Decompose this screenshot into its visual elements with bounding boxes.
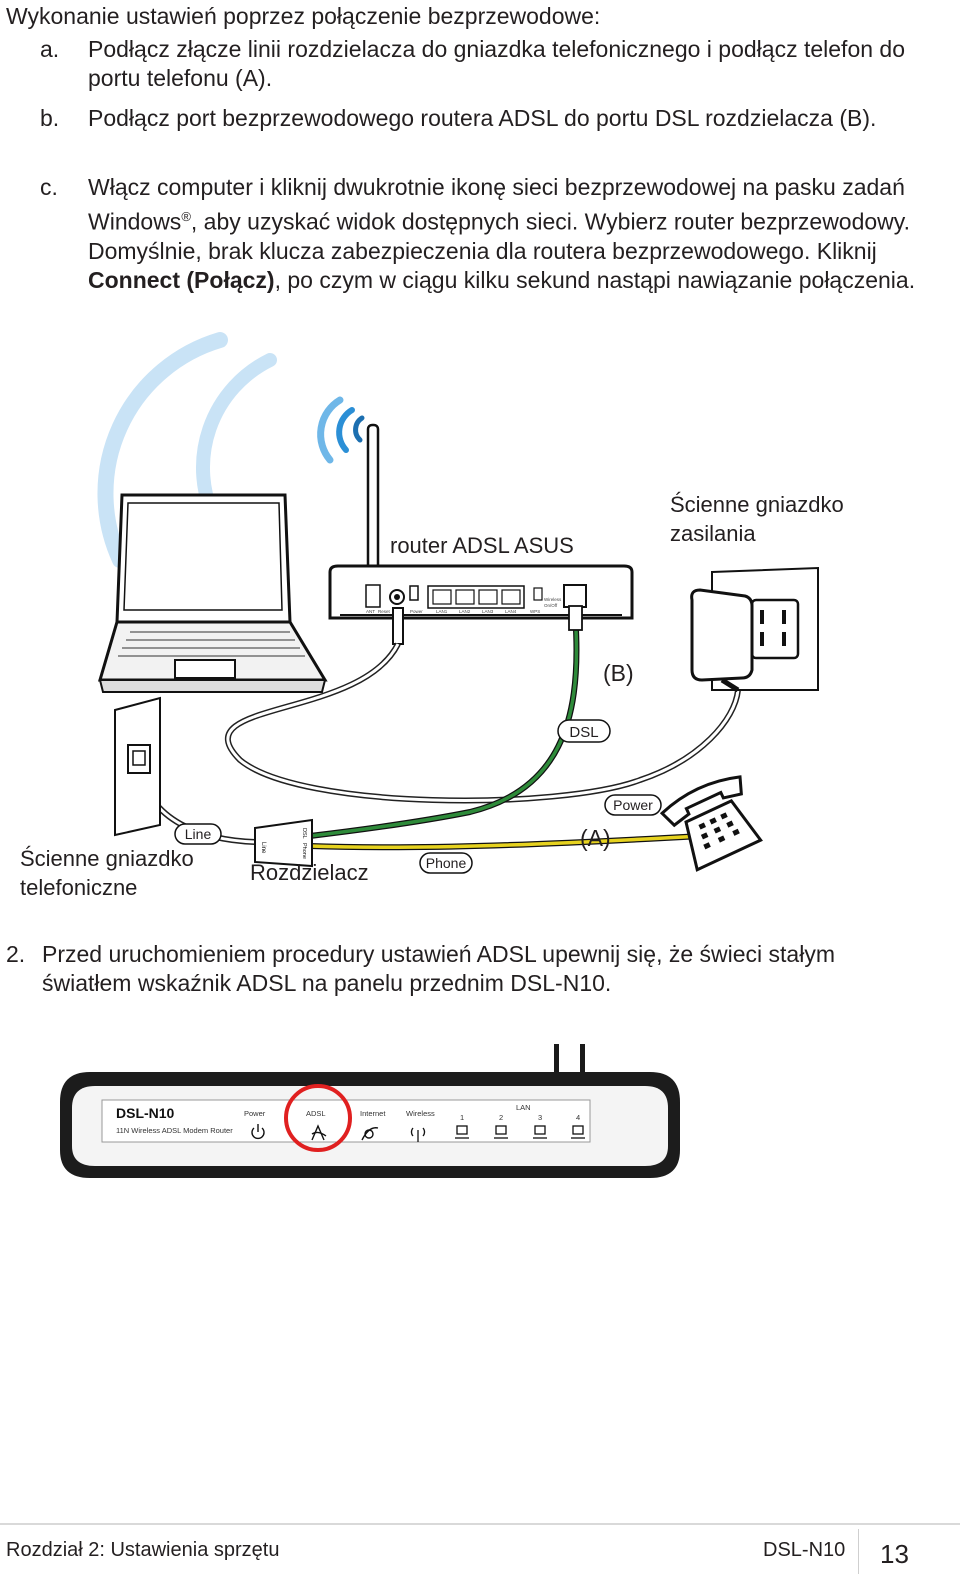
power-tag: Power: [604, 794, 662, 816]
rear-onoff-label: On/Off: [544, 603, 558, 608]
step-b-text: Podłącz port bezprzewodowego routera ADS…: [88, 105, 877, 131]
step-a-text: Podłącz złącze linii rozdzielacza do gni…: [88, 36, 905, 91]
phone-tag: Phone: [419, 852, 473, 874]
power-tag-label: Power: [613, 797, 653, 813]
rear-wireless-label: Wireless: [544, 597, 562, 602]
b-label: (B): [603, 660, 634, 686]
page-number: 13: [880, 1539, 909, 1569]
adsl-led-icon: [311, 1124, 327, 1141]
front-lan-label: LAN: [516, 1103, 531, 1112]
wireless-led-icon: [410, 1127, 426, 1142]
step-b: b. Podłącz port bezprzewodowego routera …: [40, 104, 920, 133]
rear-lan3-label: LAN3: [482, 609, 494, 614]
dsl-tag-label: DSL: [569, 724, 598, 741]
step-c-text-mid: , aby uzyskać widok dostępnych sieci. Wy…: [88, 208, 910, 264]
front-model: DSL-N10: [116, 1105, 175, 1121]
footer-chapter: Rozdział 2: Ustawienia sprzętu: [6, 1539, 280, 1561]
step-2-number: 2.: [6, 941, 26, 967]
rear-ant-label: ANT: [366, 609, 375, 614]
rear-power-label: Power: [410, 609, 423, 614]
power-socket-label-line1: Ścienne gniazdko: [670, 492, 844, 517]
phone-wall-jack: [114, 696, 161, 837]
front-adsl-label: ADSL: [306, 1109, 326, 1118]
line-tag-label: Line: [185, 826, 212, 842]
power-socket-label-line2: zasilania: [670, 521, 756, 546]
step-2: 2. Przed uruchomieniem procedury ustawie…: [6, 940, 906, 998]
splitter-dsl-port: DSL: [301, 828, 307, 839]
router-label: router ADSL ASUS: [390, 533, 574, 558]
lan-led-icons: [455, 1125, 585, 1139]
footer-model: DSL-N10: [763, 1539, 846, 1561]
step-c: c. Włącz computer i kliknij dwukrotnie i…: [40, 173, 920, 295]
line-tag: Line: [174, 823, 222, 845]
splitter-label: Rozdzielacz: [250, 860, 369, 885]
front-lan-3: 3: [538, 1113, 542, 1122]
phone-socket-label-line2: telefoniczne: [20, 875, 137, 900]
rear-reset-label: Reset: [378, 609, 391, 614]
front-wireless-label: Wireless: [406, 1109, 435, 1118]
footer-divider: [0, 1523, 960, 1525]
laptop-illustration: [97, 493, 328, 693]
splitter-line-port: Line: [260, 842, 266, 854]
step-c-text-pre: Włącz computer i kliknij dwukrotnie ikon…: [88, 174, 905, 235]
router-wifi-waves: [317, 396, 365, 464]
router-front-panel: DSL-N10 11N Wireless ADSL Modem Router P…: [60, 1044, 680, 1178]
front-power-label: Power: [244, 1109, 266, 1118]
router-rear-illustration: ANT Reset Power LAN1 LAN2 LAN3 LAN4 WPS …: [328, 423, 634, 620]
front-lan-4: 4: [576, 1113, 580, 1122]
connection-diagram: ANT Reset Power LAN1 LAN2 LAN3 LAN4 WPS …: [20, 332, 844, 900]
rear-lan1-label: LAN1: [436, 609, 448, 614]
rear-lan4-label: LAN4: [505, 609, 517, 614]
rear-wps-label: WPS: [530, 609, 540, 614]
intro-heading: Wykonanie ustawień poprzez połączenie be…: [6, 3, 601, 29]
step-2-text: Przed uruchomieniem procedury ustawień A…: [42, 941, 835, 996]
step-c-text: Włącz computer i kliknij dwukrotnie ikon…: [88, 173, 920, 295]
step-a-letter: a.: [40, 36, 60, 62]
step-b-letter: b.: [40, 105, 60, 131]
internet-led-icon: [361, 1127, 379, 1141]
adsl-highlight-circle: [284, 1084, 352, 1152]
telephone-illustration: [659, 775, 763, 872]
rear-lan2-label: LAN2: [459, 609, 471, 614]
power-led-icon: [251, 1124, 265, 1140]
splitter-box: Line DSL Phone: [254, 818, 313, 868]
phone-tag-label: Phone: [426, 855, 467, 871]
a-label: (A): [580, 825, 611, 851]
splitter-phone-port: Phone: [301, 843, 307, 859]
front-lan-1: 1: [460, 1113, 464, 1122]
dsl-cable: [309, 629, 580, 839]
connect-label: Connect (Połącz): [88, 266, 275, 293]
step-c-letter: c.: [40, 174, 58, 200]
registered-mark: ®: [181, 209, 191, 224]
power-wall-socket: [690, 566, 819, 693]
footer-separator: [858, 1529, 859, 1574]
step-a: a. Podłącz złącze linii rozdzielacza do …: [40, 35, 920, 93]
front-internet-label: Internet: [360, 1109, 386, 1118]
step-c-text-post: , po czym w ciągu kilku sekund nastąpi n…: [274, 266, 916, 293]
power-plug: [392, 607, 404, 645]
front-subtitle: 11N Wireless ADSL Modem Router: [116, 1126, 233, 1135]
phone-socket-label-line1: Ścienne gniazdko: [20, 846, 194, 871]
dsl-tag: DSL: [557, 719, 611, 743]
front-lan-2: 2: [499, 1113, 503, 1122]
